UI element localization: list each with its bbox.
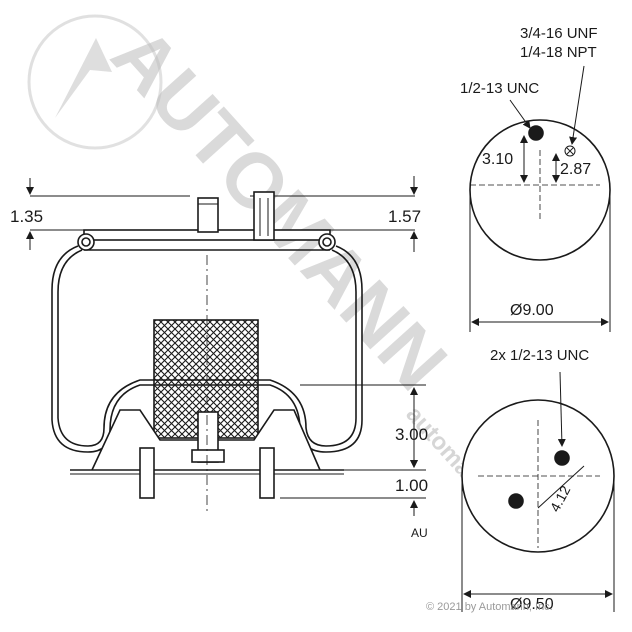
label-port-large-line2: 1/4-18 NPT	[520, 44, 597, 61]
top-fitting	[253, 191, 275, 241]
code-label-au: AU	[411, 526, 428, 540]
label-port-large-line1: 3/4-16 UNF	[520, 25, 598, 42]
watermark-logo	[27, 14, 163, 150]
top-plate-view	[469, 65, 611, 332]
label-studs: 2x 1/2-13 UNC	[490, 347, 589, 364]
dim-label-1-57: 1.57	[388, 207, 421, 226]
top-stud	[197, 197, 219, 233]
dim-label-9-00: Ø9.00	[510, 302, 554, 319]
dim-412-line	[537, 465, 585, 509]
bottom-center-nut	[191, 449, 225, 463]
label-port-small: 1/2-13 UNC	[460, 80, 539, 97]
dim-label-1-00: 1.00	[395, 476, 428, 495]
bead-roll-right	[318, 233, 336, 251]
dim-label-1-35: 1.35	[10, 207, 43, 226]
bottom-stud-hole-1	[554, 450, 570, 466]
watermark-logo-mark	[55, 38, 112, 118]
side-view	[26, 176, 426, 516]
copyright-text: © 2021 by Automann, Inc.	[426, 601, 553, 613]
bead-roll-left-inner	[81, 237, 91, 247]
top-port-large	[528, 125, 544, 141]
dim-label-2-87: 2.87	[560, 161, 591, 178]
dim-label-3-10: 3.10	[482, 151, 513, 168]
dim-label-9-50: Ø9.50	[510, 596, 554, 613]
top-port-small-cross	[566, 147, 574, 155]
watermark-logo-circle	[27, 14, 163, 150]
leader-port-small	[569, 65, 585, 145]
bottom-plate-view	[461, 371, 615, 612]
leader-port-large	[509, 99, 531, 129]
bead-roll-left	[77, 233, 95, 251]
dim-label-3-00: 3.00	[395, 425, 428, 444]
bottom-stud-hole-2	[508, 493, 524, 509]
bottom-stud-right	[259, 447, 275, 499]
bead-roll-right-inner	[322, 237, 332, 247]
leader-studs	[557, 371, 566, 447]
bottom-stud-left	[139, 447, 155, 499]
